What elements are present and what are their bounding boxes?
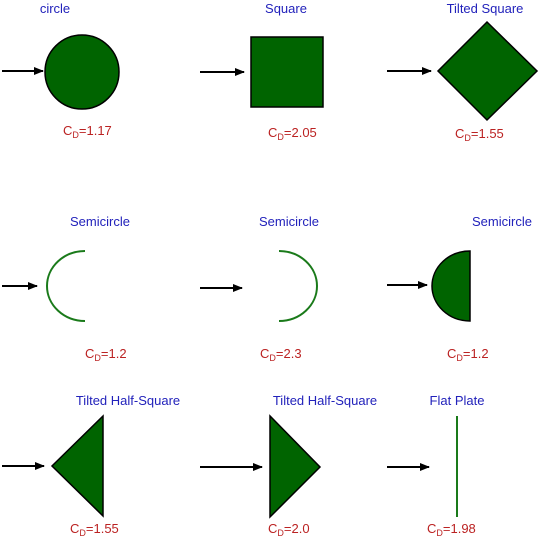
- shape-cell-semicircle-open-left: Semicircle CD=1.2: [2, 214, 130, 363]
- shape-title-square: Square: [265, 1, 307, 16]
- shape-title-tilted-half-square: Tilted Half-Square: [273, 393, 377, 408]
- shape-cell-square: Square CD=2.05: [200, 1, 324, 142]
- open-semicircle-shape: [278, 250, 318, 322]
- shape-cell-flat-plate: Flat Plate CD=1.98: [387, 393, 484, 538]
- drag-coefficient-label: CD=1.2: [85, 346, 127, 363]
- drag-coefficient-label: CD=1.17: [63, 123, 112, 140]
- drag-coefficient-label: CD=1.98: [427, 521, 476, 538]
- drag-coefficient-label: CD=1.2: [447, 346, 489, 363]
- shape-cell-semicircle-solid: Semicircle CD=1.2: [387, 214, 532, 363]
- drag-coefficient-label: CD=2.0: [268, 521, 310, 538]
- shape-title-semicircle: Semicircle: [472, 214, 532, 229]
- shape-title-flat-plate: Flat Plate: [430, 393, 485, 408]
- shape-title-semicircle: Semicircle: [259, 214, 319, 229]
- drag-coefficient-label: CD=1.55: [455, 126, 504, 143]
- drag-coefficient-label: CD=2.3: [260, 346, 302, 363]
- circle-shape: [44, 34, 120, 110]
- shape-cell-tilted-square: Tilted Square CD=1.55: [387, 1, 539, 143]
- drag-coefficient-label: CD=1.55: [70, 521, 119, 538]
- shape-cell-semicircle-open-right: Semicircle CD=2.3: [200, 214, 319, 363]
- tilted-half-square-shape: [50, 414, 104, 518]
- solid-semicircle-shape: [431, 250, 471, 322]
- shape-title-tilted-half-square: Tilted Half-Square: [76, 393, 180, 408]
- shape-title-circle: circle: [40, 1, 70, 16]
- shape-title-semicircle: Semicircle: [70, 214, 130, 229]
- open-semicircle-shape: [46, 250, 86, 322]
- drag-coefficient-label: CD=2.05: [268, 125, 317, 142]
- tilted-square-shape: [436, 20, 539, 122]
- tilted-half-square-shape: [269, 414, 322, 519]
- shape-cell-tilted-half-square-flat: Tilted Half-Square CD=2.0: [200, 393, 377, 538]
- shape-cell-circle: circle CD=1.17: [2, 1, 120, 140]
- square-shape: [250, 36, 324, 108]
- shape-cell-tilted-half-square-point: Tilted Half-Square CD=1.55: [2, 393, 180, 538]
- shape-title-tilted-square: Tilted Square: [447, 1, 524, 16]
